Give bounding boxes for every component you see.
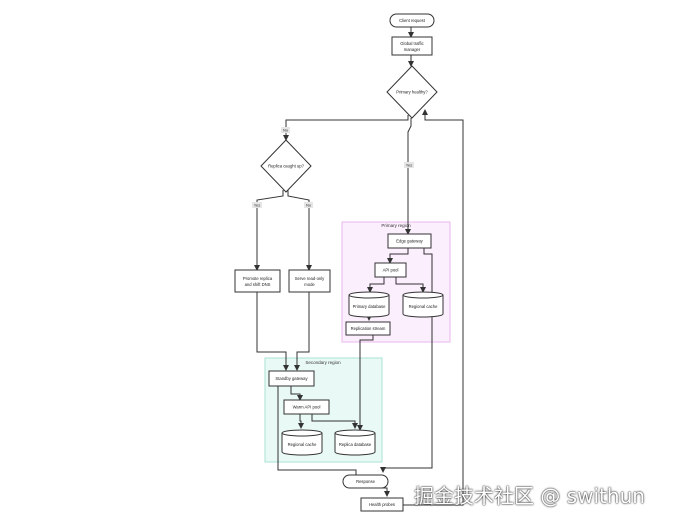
replica-caught-up-decision[interactable]: Replica caught up? [260, 139, 312, 193]
watermark: 掘金技术社区 @ swithun [414, 484, 645, 508]
edge-api-to-primary-db [367, 277, 385, 293]
edge-gateway-node[interactable]: Edge gateway [387, 233, 432, 249]
edge-replica-no [287, 190, 312, 271]
edge-standby-to-warm-api [290, 386, 303, 401]
edge-gateway-label: Edge gateway [396, 239, 423, 244]
replica-caught-up-label: Replica caught up? [268, 164, 305, 169]
edge-replica-yes [254, 190, 284, 271]
standby-gateway-label: Standby gateway [275, 376, 308, 381]
regional-cache-primary-node[interactable]: Regional cache [402, 291, 444, 318]
regional-cache-secondary-node[interactable]: Regional cache [281, 429, 323, 456]
health-probes-node[interactable]: Health probes [360, 497, 404, 512]
edge-edge-to-api [387, 248, 409, 264]
primary-database-label: Primary database [353, 304, 386, 309]
regional-cache-primary-label: Regional cache [409, 304, 439, 309]
edge-primary-yes [405, 118, 412, 235]
health-probes-label: Health probes [369, 502, 395, 507]
client-request-node[interactable]: Client request [389, 13, 435, 28]
edge-primary-no [283, 115, 409, 141]
warm-api-pool-label: Warm API pool [293, 405, 321, 410]
primary-region-label: Primary region [381, 223, 411, 228]
global-traffic-manager-label-2: manager [404, 47, 421, 52]
warm-api-pool-node[interactable]: Warm API pool [283, 399, 330, 415]
edge-api-to-regional-cache [395, 277, 426, 293]
edge-label-primary-yes: Yes [406, 163, 413, 168]
promote-replica-label-1: Promote replica [243, 276, 273, 281]
replica-database-label: Replica database [339, 442, 372, 447]
standby-gateway-node[interactable]: Standby gateway [268, 370, 315, 387]
nodes: Client request Global traffic manager Pr… [234, 13, 444, 512]
replica-database-node[interactable]: Replica database [334, 429, 376, 456]
edge-warm-to-replica-db [311, 414, 358, 429]
promote-replica-node[interactable]: Promote replica and shift DNS [234, 269, 281, 293]
primary-healthy-label: Primary healthy? [396, 90, 428, 95]
edge-label-replica-no: No [306, 203, 312, 208]
replication-stream-label: Replication stream [351, 326, 386, 331]
serve-read-only-node[interactable]: Serve read-only mode [288, 269, 331, 293]
edge-replication-to-replica-db [357, 335, 374, 431]
edge-edge-to-response [380, 248, 433, 473]
primary-database-node[interactable]: Primary database [348, 291, 390, 318]
response-label: Response [356, 479, 376, 484]
edges [254, 27, 464, 506]
client-request-label: Client request [399, 18, 426, 23]
secondary-region-label: Secondary region [305, 360, 341, 365]
serve-read-only-label-2: mode [304, 282, 315, 287]
global-traffic-manager-node[interactable]: Global traffic manager [391, 36, 433, 56]
promote-replica-label-2: and shift DNS [245, 282, 271, 287]
api-pool-node[interactable]: API pool [374, 262, 407, 278]
regional-cache-secondary-label: Regional cache [288, 442, 318, 447]
api-pool-label: API pool [383, 268, 399, 273]
edge-readonly-to-standby [294, 292, 310, 371]
replication-stream-node[interactable]: Replication stream [345, 321, 391, 336]
response-node[interactable]: Response [342, 474, 389, 489]
edge-health-to-primary-healthy [396, 109, 464, 506]
global-traffic-manager-label-1: Global traffic [400, 41, 423, 46]
serve-read-only-label-1: Serve read-only [295, 276, 325, 281]
edge-label-primary-no: No [283, 128, 289, 133]
edge-warm-to-regional-cache [298, 414, 304, 429]
edge-label-replica-yes: Yes [254, 203, 261, 208]
edge-promote-to-standby [256, 292, 289, 371]
primary-healthy-decision[interactable]: Primary healthy? [386, 65, 438, 119]
edge-labels: No Yes Yes No [252, 127, 414, 208]
